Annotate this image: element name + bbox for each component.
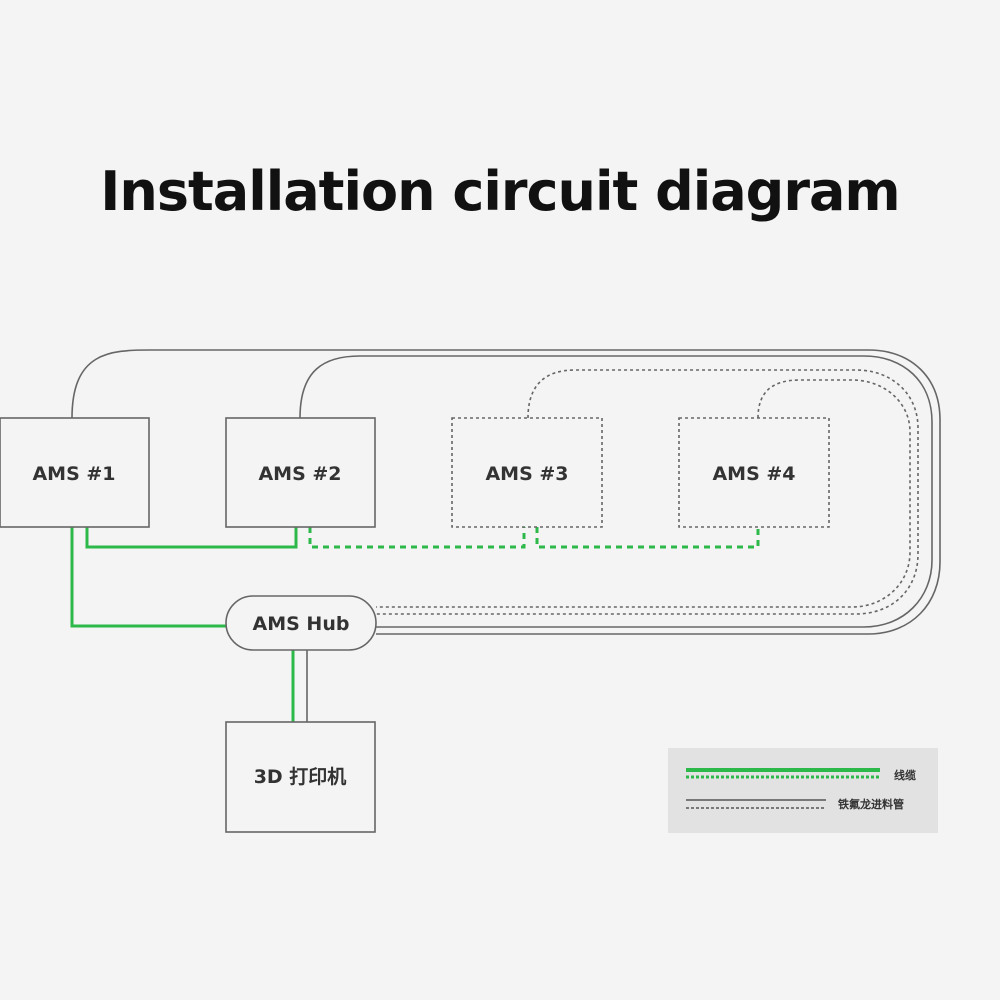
ams1-box: AMS #1 <box>0 417 150 528</box>
legend: 线缆 铁氟龙进料管 <box>668 748 938 833</box>
diagram-title: Installation circuit diagram <box>100 160 900 223</box>
cable-ams2-ams3 <box>308 527 526 549</box>
ams-hub: AMS Hub <box>225 595 377 651</box>
hub-label: AMS Hub <box>253 613 350 635</box>
tube-ams1 <box>71 349 941 635</box>
ams3-box: AMS #3 <box>451 417 603 528</box>
printer-label: 3D 打印机 <box>254 765 347 788</box>
printer-box: 3D 打印机 <box>225 721 376 833</box>
legend-cable-label: 线缆 <box>894 768 916 782</box>
ams4-label: AMS #4 <box>712 463 795 485</box>
cable-ams1-ams2 <box>85 527 298 549</box>
cable-ams1-hub <box>70 527 226 628</box>
ams1-label: AMS #1 <box>32 463 115 485</box>
tube-ams2 <box>299 355 933 628</box>
ams2-box: AMS #2 <box>225 417 376 528</box>
ams4-box: AMS #4 <box>678 417 830 528</box>
tube-ams4 <box>376 379 911 608</box>
tube-ams3 <box>376 369 919 615</box>
cable-ams3-ams4 <box>535 527 760 549</box>
ams3-label: AMS #3 <box>485 463 568 485</box>
ams2-label: AMS #2 <box>258 463 341 485</box>
legend-tube-label: 铁氟龙进料管 <box>838 797 904 811</box>
